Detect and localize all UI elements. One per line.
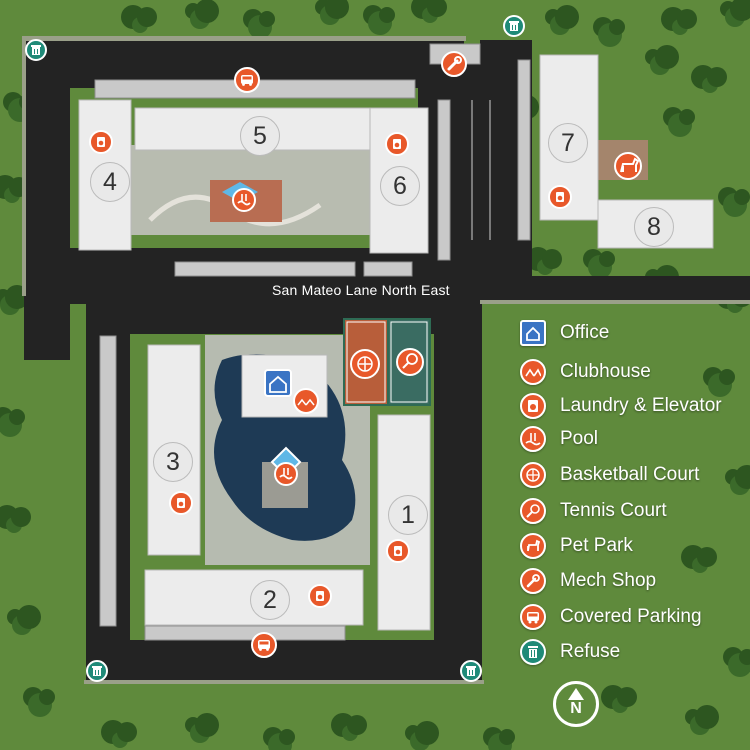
bus-icon[interactable]	[234, 67, 260, 93]
laundry-icon[interactable]	[308, 584, 332, 608]
laundry-icon[interactable]	[548, 185, 572, 209]
laundry-icon[interactable]	[169, 491, 193, 515]
legend-item-covered-parking: Covered Parking	[520, 602, 702, 632]
trash-icon[interactable]	[503, 15, 525, 37]
building-7-label: 7	[548, 123, 588, 163]
tennis-icon	[520, 498, 546, 524]
office-icon	[520, 320, 546, 346]
legend-item-clubhouse: Clubhouse	[520, 357, 651, 387]
legend-item-basketball: Basketball Court	[520, 460, 699, 490]
legend-label: Laundry & Elevator	[560, 395, 722, 416]
pool-icon	[520, 426, 546, 452]
wrench-icon[interactable]	[441, 51, 467, 77]
legend-label: Tennis Court	[560, 500, 667, 521]
legend-item-office: Office	[520, 318, 609, 348]
legend-label: Refuse	[560, 641, 621, 662]
legend-label: Clubhouse	[560, 361, 651, 382]
building-3-label: 3	[153, 442, 193, 482]
clubhouse-icon	[520, 359, 546, 385]
legend-item-pet-park: Pet Park	[520, 531, 633, 561]
laundry-icon[interactable]	[386, 539, 410, 563]
north-label: N	[570, 700, 582, 717]
building-8-label: 8	[634, 207, 674, 247]
legend-item-pool: Pool	[520, 424, 598, 454]
trash-icon[interactable]	[460, 660, 482, 682]
building-2-label: 2	[250, 580, 290, 620]
basketball-icon[interactable]	[350, 349, 380, 379]
legend-label: Pool	[560, 428, 599, 449]
street-name: San Mateo Lane North East	[272, 282, 450, 298]
legend-label: Office	[560, 322, 610, 343]
legend-label: Basketball Court	[560, 464, 700, 485]
basketball-icon	[520, 462, 546, 488]
building-1-label: 1	[388, 495, 428, 535]
pool-icon[interactable]	[232, 188, 256, 212]
legend-item-laundry: Laundry & Elevator	[520, 391, 722, 421]
legend-label: Covered Parking	[560, 606, 702, 627]
laundry-icon[interactable]	[385, 132, 409, 156]
legend-item-tennis: Tennis Court	[520, 496, 667, 526]
trash-icon[interactable]	[86, 660, 108, 682]
laundry-icon	[520, 393, 546, 419]
clubhouse-icon[interactable]	[293, 388, 319, 414]
building-5-label: 5	[240, 116, 280, 156]
bus-icon[interactable]	[251, 632, 277, 658]
office-icon[interactable]	[264, 369, 292, 397]
legend-item-refuse: Refuse	[520, 637, 620, 667]
legend-item-mech-shop: Mech Shop	[520, 566, 656, 596]
arrow-up-icon	[568, 688, 584, 700]
pool-icon[interactable]	[270, 446, 302, 486]
pet-icon	[520, 533, 546, 559]
north-arrow: N	[553, 681, 599, 727]
building-6-label: 6	[380, 166, 420, 206]
wrench-icon	[520, 568, 546, 594]
laundry-icon[interactable]	[89, 130, 113, 154]
trash-icon[interactable]	[25, 39, 47, 61]
bus-icon	[520, 604, 546, 630]
pet-icon[interactable]	[614, 152, 642, 180]
legend-label: Pet Park	[560, 535, 633, 556]
tennis-icon[interactable]	[396, 348, 424, 376]
building-4-label: 4	[90, 162, 130, 202]
trash-icon	[520, 639, 546, 665]
legend-label: Mech Shop	[560, 570, 657, 591]
